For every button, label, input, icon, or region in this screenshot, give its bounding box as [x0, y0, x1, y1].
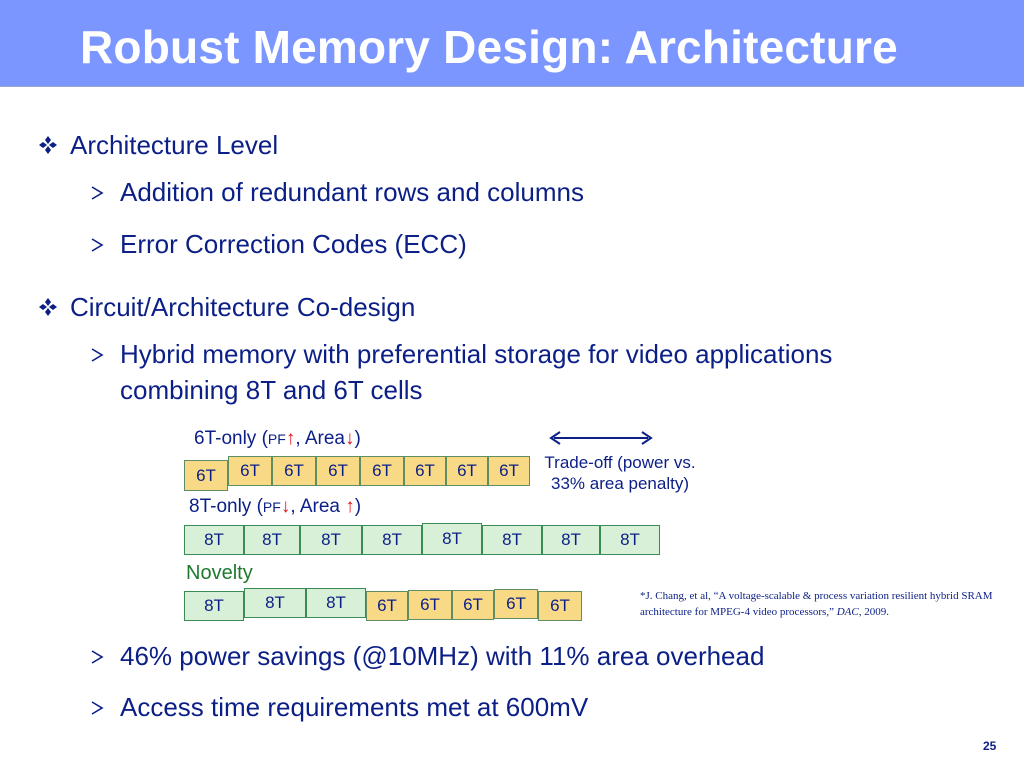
four-diamond-icon — [39, 136, 57, 154]
arrowhead-icon — [91, 650, 104, 664]
cell-6t: 6T — [316, 456, 360, 486]
cell-6t: 6T — [272, 456, 316, 486]
cell-6t: 6T — [404, 456, 446, 486]
cell-8t: 8T — [306, 588, 366, 618]
cell-8t: 8T — [422, 523, 482, 555]
cell-8t: 8T — [184, 525, 244, 555]
arrowhead-icon — [91, 348, 104, 362]
bullet-text: Addition of redundant rows and columns — [120, 177, 584, 207]
row-novelty-label: Novelty — [186, 562, 253, 584]
citation: *J. Chang, et al, “A voltage-scalable & … — [640, 590, 993, 618]
row-6t-only-label: 6T-only (PF↑, Area↓) — [194, 428, 361, 449]
tradeoff-note: Trade-off (power vs. 33% area penalty) — [544, 453, 696, 493]
row-8t-only-label: 8T-only (PF↓, Area ↑) — [189, 496, 362, 517]
bullet-text: 46% power savings (@10MHz) with 11% area… — [120, 641, 765, 671]
cell-8t: 8T — [362, 525, 422, 555]
cell-8t: 8T — [244, 588, 306, 618]
title-bar — [0, 0, 1024, 86]
cell-8t: 8T — [482, 525, 542, 555]
cell-6t: 6T — [408, 590, 452, 620]
bullet-text: Access time requirements met at 600mV — [120, 692, 589, 722]
cell-6t: 6T — [538, 591, 582, 621]
bullet-text: Circuit/Architecture Co-design — [70, 292, 416, 322]
cell-8t: 8T — [600, 525, 660, 555]
bullet-text: Error Correction Codes (ECC) — [120, 229, 467, 259]
double-arrow-icon — [549, 431, 653, 445]
cell-8t: 8T — [300, 525, 362, 555]
cell-6t: 6T — [360, 456, 404, 486]
bullet-text: Architecture Level — [70, 130, 279, 160]
bullet-text-line1: Hybrid memory with preferential storage … — [120, 339, 833, 369]
four-diamond-icon — [39, 298, 57, 316]
cell-6t: 6T — [488, 456, 530, 486]
arrowhead-icon — [91, 186, 104, 200]
slide-title: Robust Memory Design: Architecture — [80, 21, 898, 73]
cell-8t: 8T — [184, 591, 244, 621]
cell-8t: 8T — [542, 525, 600, 555]
bullet-text-line2: combining 8T and 6T cells — [120, 375, 423, 405]
cell-6t: 6T — [446, 456, 488, 486]
page-number: 25 — [983, 739, 997, 753]
arrowhead-icon — [91, 701, 104, 715]
cell-8t: 8T — [244, 525, 300, 555]
title-divider — [0, 86, 1024, 87]
cell-6t: 6T — [228, 456, 272, 486]
cell-6t: 6T — [184, 460, 228, 491]
arrowhead-icon — [91, 238, 104, 252]
cell-6t: 6T — [452, 590, 494, 620]
cell-6t: 6T — [494, 589, 538, 619]
cell-6t: 6T — [366, 591, 408, 621]
